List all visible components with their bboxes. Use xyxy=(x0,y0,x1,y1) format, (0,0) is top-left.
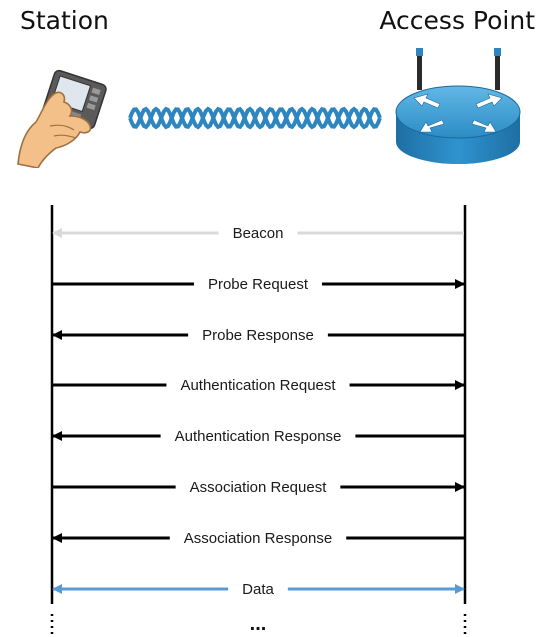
message-beacon: Beacon xyxy=(52,225,464,242)
wireless-signal-icon xyxy=(128,106,382,130)
message-authentication-request: Authentication Request xyxy=(53,377,465,394)
message-label: Probe Response xyxy=(202,327,314,344)
message-authentication-response: Authentication Response xyxy=(52,428,464,445)
access-point-title: Access Point xyxy=(379,6,535,35)
message-association-request: Association Request xyxy=(53,479,465,496)
message-association-response: Association Response xyxy=(52,530,464,547)
message-label: Authentication Response xyxy=(175,428,342,445)
message-label: Data xyxy=(242,581,274,598)
router-icon xyxy=(395,48,521,164)
station-title: Station xyxy=(20,6,109,35)
continuation-ellipsis: ... xyxy=(250,613,267,635)
handheld-device-icon xyxy=(17,69,107,168)
message-label: Association Request xyxy=(190,479,328,496)
message-label: Association Response xyxy=(184,530,332,547)
message-label: Authentication Request xyxy=(180,377,336,394)
message-data: Data xyxy=(52,581,465,598)
message-probe-request: Probe Request xyxy=(53,276,465,293)
message-label: Probe Request xyxy=(208,276,309,293)
message-label: Beacon xyxy=(233,225,284,242)
message-probe-response: Probe Response xyxy=(52,327,464,344)
